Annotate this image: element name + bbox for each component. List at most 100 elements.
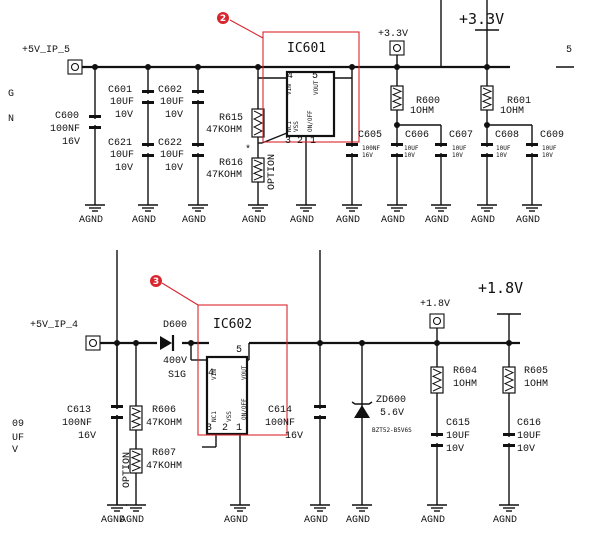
label: 10UF	[404, 145, 419, 152]
tp-circle	[70, 62, 80, 72]
agnd-symbol	[427, 504, 447, 512]
tp-circle	[88, 338, 98, 348]
label: R605	[524, 366, 548, 377]
cap-gap	[524, 147, 540, 153]
label: 10V	[115, 163, 133, 174]
cap-plate	[435, 143, 447, 146]
cap-plate	[314, 416, 326, 419]
diode-triangle	[160, 336, 172, 350]
cap-gap	[479, 147, 495, 153]
diode-extra: S1G	[168, 370, 186, 381]
tp-circle	[432, 316, 442, 326]
junction-dot	[484, 122, 490, 128]
cap-gap	[87, 119, 103, 125]
resistor	[129, 405, 143, 431]
label: C613	[67, 405, 91, 416]
cap-gap	[389, 147, 405, 153]
label: C615	[446, 418, 470, 429]
ic-pin-name: VOUT	[241, 365, 248, 380]
callout-number: 2	[220, 14, 226, 24]
cap-plate	[142, 143, 154, 146]
label: 10UF	[160, 97, 184, 108]
label: C605	[358, 130, 382, 141]
label: C621	[108, 138, 132, 149]
label: 10UF	[517, 431, 541, 442]
capacitor	[190, 143, 206, 157]
capacitor	[140, 143, 156, 157]
pin-number: 2	[297, 136, 303, 147]
label: R607	[152, 448, 176, 459]
input-net-label: +5V_IP_4	[30, 320, 78, 331]
option-label: OPTION	[122, 452, 133, 488]
resistor	[251, 157, 265, 183]
wire	[229, 19, 264, 39]
cap-plate	[526, 154, 538, 157]
pin-number: 3	[206, 423, 212, 434]
res-zigzag	[130, 450, 142, 472]
label: R606	[152, 405, 176, 416]
capacitor	[479, 143, 495, 157]
cap-plate	[192, 143, 204, 146]
label: 10UF	[446, 431, 470, 442]
capacitor	[524, 143, 540, 157]
agnd-label: AGND	[381, 215, 405, 226]
pin-number: 3	[285, 136, 291, 147]
ground-symbols	[85, 204, 542, 512]
capacitor	[109, 405, 125, 419]
label: 10UF	[452, 145, 467, 152]
cap-plate	[142, 101, 154, 104]
pin-number: 4	[208, 368, 214, 379]
zener-triangle	[354, 405, 370, 418]
test-point	[389, 40, 405, 56]
agnd-label: AGND	[304, 515, 328, 526]
agnd-label: AGND	[290, 215, 314, 226]
agnd-label: AGND	[421, 515, 445, 526]
agnd-symbol	[499, 504, 519, 512]
ic-pin-name: VIN	[286, 84, 293, 95]
agnd-symbol	[230, 504, 250, 512]
capacitor	[190, 90, 206, 104]
label: R616	[219, 158, 243, 169]
left-edge-label: UF	[12, 433, 24, 444]
label: 10V	[496, 152, 507, 159]
agnd-symbol	[342, 204, 362, 212]
cap-plate	[89, 115, 101, 118]
agnd-label: AGND	[425, 215, 449, 226]
agnd-symbol	[188, 204, 208, 212]
label: 1OHM	[524, 379, 548, 390]
capacitor	[87, 115, 103, 129]
label: 10UF	[110, 150, 134, 161]
agnd-label: AGND	[101, 515, 125, 526]
agnd-label: AGND	[224, 515, 248, 526]
label: 10V	[517, 444, 535, 455]
input-net-label: +5V_IP_5	[22, 45, 70, 56]
cap-gap	[140, 94, 156, 100]
agnd-label: AGND	[493, 515, 517, 526]
resistor	[390, 85, 404, 111]
resistor	[129, 448, 143, 474]
agnd-symbol	[296, 204, 316, 212]
capacitor	[312, 405, 328, 419]
label: C607	[449, 130, 473, 141]
cap-plate	[192, 101, 204, 104]
label: 10UF	[542, 145, 557, 152]
res-zigzag	[431, 368, 443, 392]
label: 100NF	[62, 418, 92, 429]
cap-plate	[431, 433, 443, 436]
agnd-label: AGND	[120, 515, 144, 526]
label: 16V	[62, 137, 80, 148]
star-mark: *	[245, 144, 251, 156]
label: 10V	[452, 152, 463, 159]
label: 10UF	[110, 97, 134, 108]
left-edge-label: G	[8, 89, 14, 100]
zener-extra: BZT52-B5V6S	[372, 427, 412, 434]
ic-rect	[205, 355, 249, 436]
cap-plate	[391, 143, 403, 146]
res-zigzag	[481, 87, 493, 109]
callout-box	[197, 304, 288, 436]
cap-gap	[312, 409, 328, 415]
cap-plate	[192, 90, 204, 93]
cap-gap	[433, 147, 449, 153]
cap-gap	[429, 437, 445, 443]
label: 10V	[404, 152, 415, 159]
